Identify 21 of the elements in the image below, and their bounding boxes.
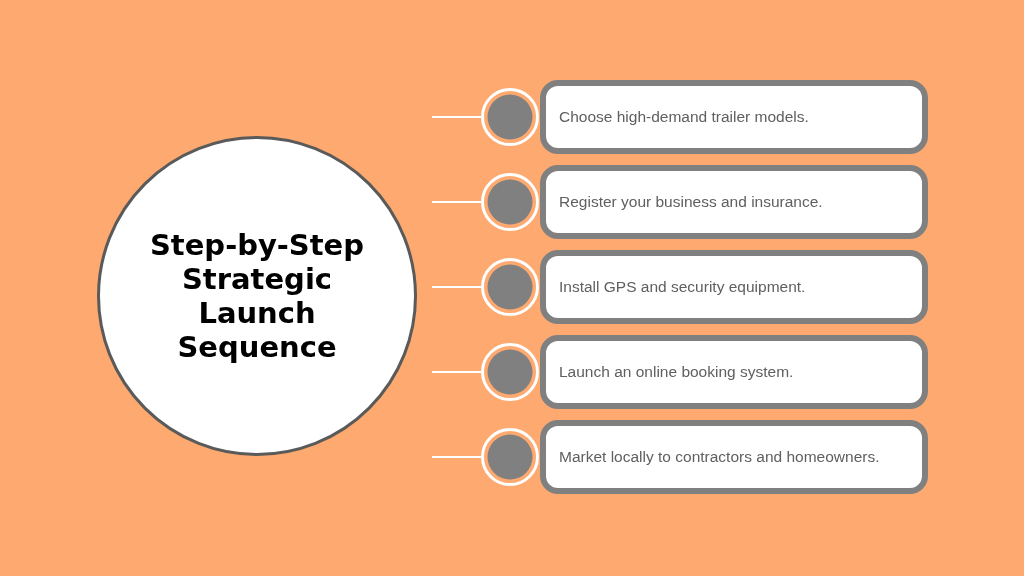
step-card (540, 80, 928, 154)
step-card (540, 250, 928, 324)
hub-heading: Step-by-Step Strategic Launch Sequence (148, 228, 366, 364)
step-text: Choose high-demand trailer models. (559, 108, 809, 126)
connector-line (431, 201, 482, 203)
connector-line (431, 371, 482, 373)
step-card (540, 335, 928, 409)
connector-line (431, 456, 482, 458)
step-card (540, 165, 928, 239)
step-circle (481, 343, 539, 401)
connector-line (431, 286, 482, 288)
step-card (540, 420, 928, 494)
connector-line (431, 116, 482, 118)
step-text: Market locally to contractors and homeowners. (559, 448, 880, 466)
step-text: Install GPS and security equipment. (559, 278, 806, 296)
step-circle (481, 428, 539, 486)
step-text: Launch an online booking system. (559, 363, 794, 381)
step-text: Register your business and insurance. (559, 193, 823, 211)
step-circle (481, 173, 539, 231)
step-circle (481, 88, 539, 146)
step-circle (481, 258, 539, 316)
